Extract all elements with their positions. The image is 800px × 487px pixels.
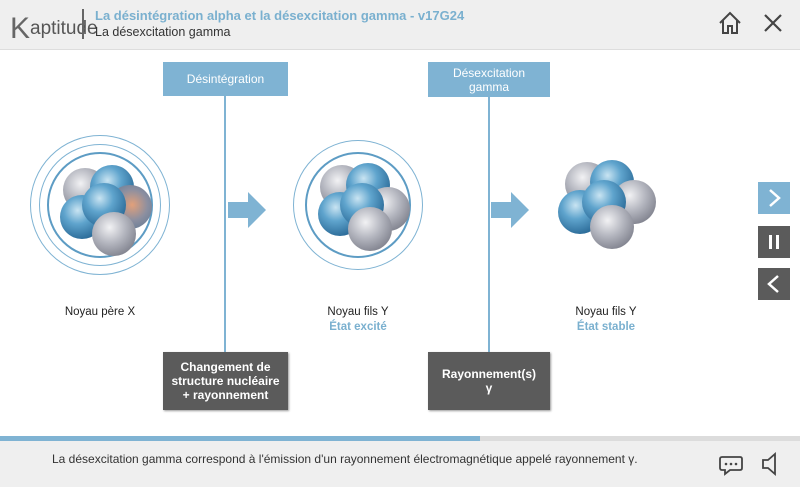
home-button[interactable]	[715, 8, 745, 38]
speech-bubble-icon	[719, 456, 743, 476]
step-gamma-result: Rayonnement(s) γ	[428, 352, 550, 410]
close-button[interactable]	[758, 8, 788, 38]
close-icon	[764, 14, 782, 32]
caption-text: La désexcitation gamma correspond à l'ém…	[52, 452, 638, 466]
divider-line	[224, 96, 226, 352]
speaker-icon	[762, 452, 776, 476]
divider	[82, 9, 84, 39]
transcript-button[interactable]	[716, 449, 746, 479]
progress-fill	[0, 436, 480, 441]
logo: Kaptitude	[10, 12, 98, 45]
nucleus-excited-state: État excité	[329, 321, 387, 333]
pause-icon	[769, 235, 779, 249]
chevron-right-icon	[769, 189, 781, 207]
pause-button[interactable]	[758, 226, 790, 258]
nucleus-daughter-excited	[288, 135, 428, 275]
arrow-right-icon	[228, 192, 266, 228]
step-desintegration-result: Changement de structure nucléaire + rayo…	[163, 352, 288, 410]
audio-button[interactable]	[758, 449, 788, 479]
nucleus-excited-label: Noyau fils Y	[327, 306, 389, 318]
arrow-right-icon	[491, 192, 529, 228]
progress-bar	[0, 436, 800, 441]
previous-button[interactable]	[758, 268, 790, 300]
chevron-left-icon	[767, 275, 779, 293]
nucleus-stable-label: Noyau fils Y	[575, 306, 637, 318]
home-icon	[719, 11, 741, 34]
step-desintegration-label: Désintégration	[163, 62, 288, 96]
step-gamma-label: Désexcitation gamma	[428, 62, 550, 97]
nucleus-daughter-stable	[530, 130, 670, 270]
page-title: La désintégration alpha et la désexcitat…	[95, 8, 465, 23]
divider-line	[488, 97, 490, 352]
nucleus-parent-label: Noyau père X	[64, 306, 136, 318]
next-button[interactable]	[758, 182, 790, 214]
page-subtitle: La désexcitation gamma	[95, 25, 231, 39]
nucleus-parent	[30, 135, 170, 275]
header: Kaptitude La désintégration alpha et la …	[0, 0, 800, 50]
footer: La désexcitation gamma correspond à l'ém…	[0, 441, 800, 487]
nucleus-stable-state: État stable	[576, 321, 636, 333]
